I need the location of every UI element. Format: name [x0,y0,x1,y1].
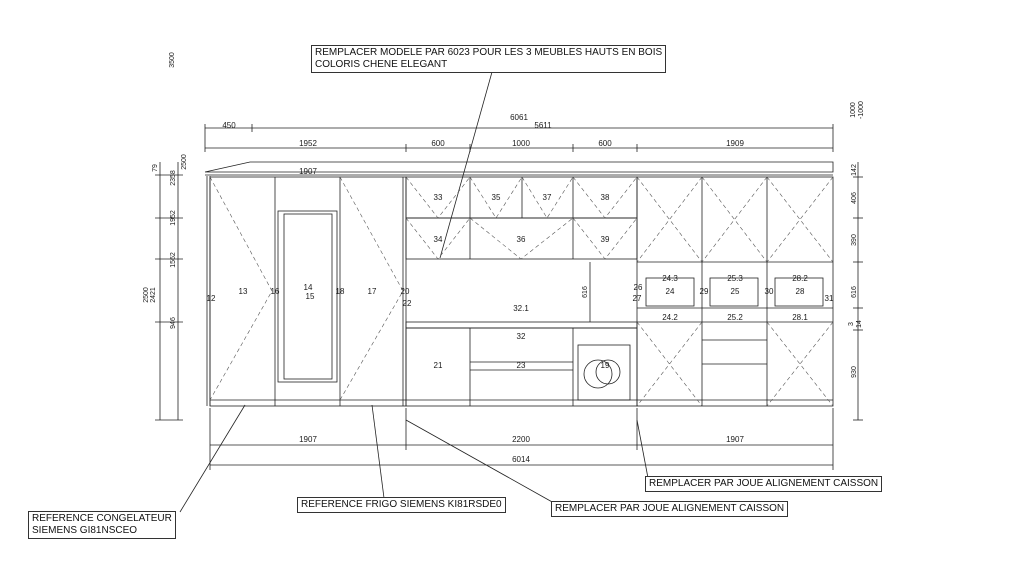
dim-6061: 6061 [510,113,528,122]
label-37: 37 [543,193,552,202]
label-24: 24 [666,287,675,296]
label-25-3: 25.3 [727,274,743,283]
label-13: 13 [239,287,248,296]
dim-616-right: 616 [851,286,858,298]
label-32: 32 [517,332,526,341]
dim-1562: 1562 [170,252,177,268]
dim-1907-bottom-b: 1907 [726,435,744,444]
dim-946: 946 [170,317,177,329]
dim-600a: 600 [431,139,445,148]
dim-2500a: 2500 [181,154,188,170]
note-joue-center: REMPLACER PAR JOUE ALIGNEMENT CAISSON [551,501,789,517]
dim-1952-v: 1952 [170,210,177,226]
leader-congelateur [179,404,246,513]
label-25-2: 25.2 [727,313,743,322]
note-top-line1: REMPLACER MODELE PAR 6023 POUR LES 3 MEU… [315,47,663,58]
dim-142: 142 [851,164,858,176]
dim-1952: 1952 [299,139,317,148]
label-34: 34 [434,235,443,244]
cornice-outline [204,161,834,173]
label-17: 17 [368,287,377,296]
dim-930: 930 [851,366,858,378]
label-16: 16 [271,287,280,296]
countertop [405,321,638,329]
note-joue-right: REMPLACER PAR JOUE ALIGNEMENT CAISSON [645,476,883,492]
label-25: 25 [731,287,740,296]
dim-1000: 1000 [512,139,530,148]
label-22: 22 [403,299,412,308]
dim-600b: 600 [598,139,612,148]
leader-joue-right [636,419,649,479]
label-36: 36 [517,235,526,244]
note-top-remplacer-modele: REMPLACER MODELE PAR 6023 POUR LES 3 MEU… [311,45,667,73]
dim-616-mid: 616 [582,286,589,298]
note-congelateur: REFERENCE CONGELATEUR SIEMENS GI81NSCEO [28,511,176,539]
dim-1000-right: 1000 [850,102,857,118]
note-congelateur-line2: SIEMENS GI81NSCEO [32,525,138,536]
dim-minus-1000: -1000 [858,101,865,119]
oven-1 [645,277,695,307]
dim-2421: 2421 [150,287,157,303]
label-28: 28 [796,287,805,296]
oven-2 [709,277,759,307]
dim-390: 390 [851,234,858,246]
dim-2200: 2200 [512,435,530,444]
oven-3 [774,277,824,307]
dim-6014: 6014 [512,455,530,464]
dim-1909: 1909 [726,139,744,148]
dim-450: 450 [222,121,236,130]
tall-section-outline [209,176,407,407]
label-26: 26 [634,283,643,292]
label-32-1: 32.1 [513,304,529,313]
label-33: 33 [434,193,443,202]
label-18: 18 [336,287,345,296]
note-top-line2: COLORIS CHENE ELEGANT [315,59,448,70]
label-28-1: 28.1 [792,313,808,322]
leader-top [439,71,493,259]
label-27: 27 [633,294,642,303]
leader-joue-center [405,419,555,504]
label-15: 15 [306,292,315,301]
label-19: 19 [601,361,610,370]
dim-79: 79 [152,164,159,172]
label-38: 38 [601,193,610,202]
label-20: 20 [401,287,410,296]
dim-2500b: 2500 [143,287,150,303]
dim-406: 406 [851,192,858,204]
label-35: 35 [492,193,501,202]
label-12: 12 [207,294,216,303]
label-24-3: 24.3 [662,274,678,283]
oven-column-section [636,176,834,407]
dishwasher [577,344,631,401]
note-frigo: REFERENCE FRIGO SIEMENS KI81RSDE0 [297,497,506,513]
label-24-2: 24.2 [662,313,678,322]
dim-2358: 2358 [170,170,177,186]
label-14: 14 [304,283,313,292]
label-21: 21 [434,361,443,370]
label-39: 39 [601,235,610,244]
leader-frigo [371,404,385,499]
dim-1907-bottom-a: 1907 [299,435,317,444]
dim-5611: 5611 [534,121,552,130]
note-congelateur-line1: REFERENCE CONGELATEUR [32,513,172,524]
dim-3500: 3500 [169,52,176,68]
label-31: 31 [825,294,834,303]
label-29: 29 [700,287,709,296]
dim-14: 14 [856,320,863,328]
dim-1907-inner: 1907 [299,167,317,176]
label-28-2: 28.2 [792,274,808,283]
fridge-opening [277,210,338,383]
label-23: 23 [517,361,526,370]
dim-3: 3 [848,322,855,326]
label-30: 30 [765,287,774,296]
